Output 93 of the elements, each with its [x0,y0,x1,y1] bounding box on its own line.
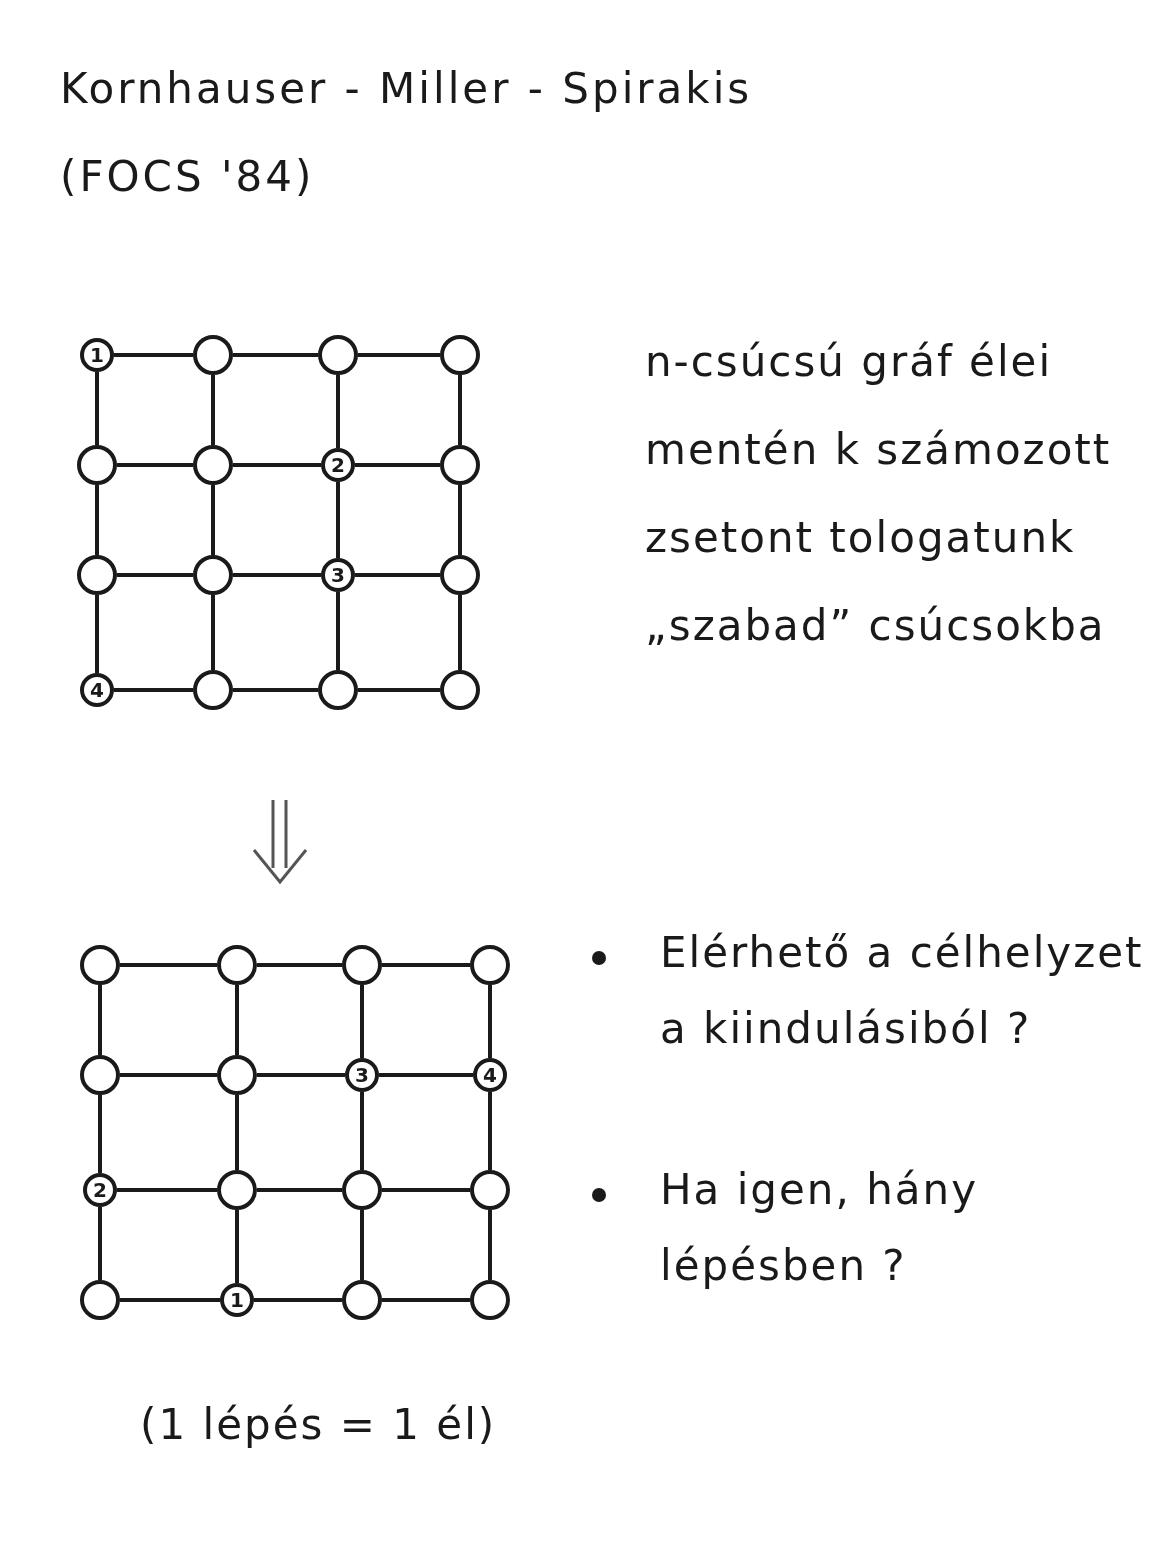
graph-edge [117,1188,217,1192]
graph-vertex [193,555,233,595]
graph-edge [382,1298,470,1302]
graph-vertex [318,670,358,710]
numbered-vertex [83,1173,117,1207]
graph-vertex [193,445,233,485]
graph-edge [98,985,102,1055]
graph-vertex [470,945,510,985]
graph-edge [488,1092,492,1170]
graph-edge [117,573,193,577]
graph-edge [257,963,342,967]
graph-vertex [217,945,257,985]
text-paragraph: n-csúcsú gráf élei mentén k számozott zsetont tologatunk „szabad” csúcsokba [645,336,1113,652]
graph-vertex [440,555,480,595]
graph-edge [355,573,440,577]
graph-vertex [193,335,233,375]
graph-edge [211,375,215,445]
graph-vertex [318,335,358,375]
graph-edge [458,595,462,670]
numbered-vertex [345,1058,379,1092]
graph-edge [211,595,215,670]
note: (1 lépés = 1 él) [140,1399,498,1451]
text-paragraph: Elérhető a célhelyzet a kiindulásiból ? [660,927,1145,1055]
graph-edge [233,688,318,692]
graph-edge [95,372,99,445]
text-paragraph: Ha igen, hány lépésben ? [660,1164,979,1292]
graph-vertex [342,945,382,985]
graph-vertex [217,1170,257,1210]
graph-vertex [470,1170,510,1210]
graph-edge [120,963,217,967]
graph-edge [336,482,340,558]
graph-edge [257,1188,342,1192]
graph-edge [382,963,470,967]
vertex-number: 1 [230,1290,244,1310]
graph-edge [233,573,321,577]
vertex-number: 4 [90,680,104,700]
graph-edge [458,375,462,445]
graph-edge [114,688,193,692]
graph-vertex [440,335,480,375]
graph-edge [379,1073,473,1077]
graph-vertex [77,555,117,595]
graph-edge [358,353,440,357]
graph-vertex [342,1280,382,1320]
graph-vertex [80,945,120,985]
graph-edge [98,1207,102,1280]
vertex-number: 2 [331,455,345,475]
graph-edge [360,1210,364,1280]
numbered-vertex [80,338,114,372]
graph-vertex [77,445,117,485]
graph-edge [254,1298,342,1302]
graph-edge [98,1095,102,1173]
graph-edge [117,463,193,467]
graph-edge [257,1073,345,1077]
vertex-number: 3 [355,1065,369,1085]
graph-edge [336,375,340,448]
graph-vertex [217,1055,257,1095]
vertex-number: 2 [93,1180,107,1200]
graph-edge [235,1210,239,1283]
graph-edge [336,592,340,670]
graph-edge [458,485,462,555]
vertex-number: 4 [483,1065,497,1085]
graph-vertex [342,1170,382,1210]
graph-vertex [440,445,480,485]
vertex-number: 1 [90,345,104,365]
graph-edge [488,1210,492,1280]
graph-edge [358,688,440,692]
graph-edge [120,1298,220,1302]
graph-vertex [440,670,480,710]
title: Kornhauser - Miller - Spirakis (FOCS '84) [60,63,754,203]
graph-edge [235,985,239,1055]
graph-vertex [80,1280,120,1320]
graph-edge [95,485,99,555]
graph-edge [233,353,318,357]
graph-edge [235,1095,239,1170]
graph-edge [355,463,440,467]
graph-edge [360,1092,364,1170]
numbered-vertex [321,558,355,592]
graph-edge [382,1188,470,1192]
graph-edge [114,353,193,357]
graph-vertex [470,1280,510,1320]
numbered-vertex [80,673,114,707]
graph-vertex [80,1055,120,1095]
graph-edge [488,985,492,1058]
graph-vertex [193,670,233,710]
numbered-vertex [321,448,355,482]
numbered-vertex [220,1283,254,1317]
graph-edge [95,595,99,673]
vertex-number: 3 [331,565,345,585]
graph-edge [211,485,215,555]
graph-edge [360,985,364,1058]
graph-edge [120,1073,217,1077]
numbered-vertex [473,1058,507,1092]
graph-edge [233,463,321,467]
